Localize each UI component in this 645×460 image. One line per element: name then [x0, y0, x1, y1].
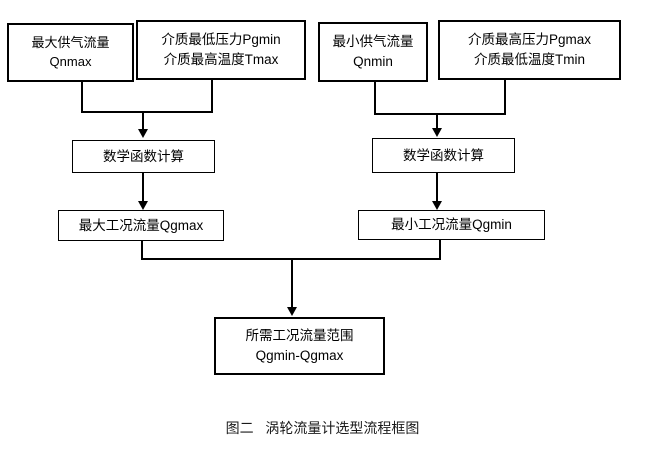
node-range-line1: 所需工况流量范围	[245, 328, 354, 344]
node-pgmax-tmin: 介质最高压力Pgmax 介质最低温度Tmin	[438, 20, 621, 80]
node-qgmax-label: 最大工况流量Qgmax	[78, 217, 204, 233]
node-qgmax: 最大工况流量Qgmax	[58, 210, 224, 241]
node-required-range: 所需工况流量范围 Qgmin-Qgmax	[214, 317, 385, 375]
node-range-line2: Qgmin-Qgmax	[255, 348, 344, 363]
arrowhead-into-calc-right	[432, 128, 442, 137]
node-pgmin-tmax: 介质最低压力Pgmin 介质最高温度Tmax	[136, 20, 306, 80]
node-qnmax-line2: Qnmax	[49, 53, 92, 69]
node-qgmin-label: 最小工况流量Qgmin	[391, 217, 512, 233]
node-qnmin: 最小供气流量 Qnmin	[318, 22, 428, 82]
connector-left-merge-stem	[142, 111, 144, 131]
node-pgmax-line1: 介质最高压力Pgmax	[467, 32, 592, 48]
node-qnmin-line1: 最小供气流量	[332, 34, 414, 50]
connector-left-merge-bar	[81, 111, 213, 113]
node-pgmin-line2: 介质最高温度Tmax	[163, 52, 279, 67]
arrowhead-into-qgmax	[138, 201, 148, 210]
arrowhead-into-range	[287, 307, 297, 316]
connector-qgmin-down	[439, 240, 441, 260]
node-pgmin-line1: 介质最低压力Pgmin	[161, 32, 281, 48]
node-qnmin-line2: Qnmin	[353, 54, 393, 69]
connector-pgmax-down	[504, 80, 506, 113]
node-calc-right: 数学函数计算	[372, 138, 515, 173]
node-pgmax-line2: 介质最低温度Tmin	[474, 52, 585, 67]
connector-calcright-to-qgmin	[436, 173, 438, 203]
node-qgmin: 最小工况流量Qgmin	[358, 210, 545, 240]
node-calc-left: 数学函数计算	[72, 140, 215, 173]
node-qnmax: 最大供气流量 Qnmax	[7, 23, 134, 82]
arrowhead-into-calc-left	[138, 129, 148, 138]
connector-right-merge-bar	[374, 113, 506, 115]
connector-bottom-merge-stem	[291, 258, 293, 309]
node-calc-left-label: 数学函数计算	[103, 148, 184, 164]
node-qnmax-line1: 最大供气流量	[31, 34, 110, 50]
connector-pgmin-down	[211, 80, 213, 113]
node-calc-right-label: 数学函数计算	[403, 147, 484, 163]
connector-qnmin-down	[374, 82, 376, 113]
connector-right-merge-stem	[436, 113, 438, 130]
arrowhead-into-qgmin	[432, 201, 442, 210]
connector-calcleft-to-qgmax	[142, 173, 144, 203]
connector-qgmax-down	[141, 241, 143, 260]
connector-qnmax-down	[81, 82, 83, 113]
figure-caption: 图二 涡轮流量计选型流程框图	[225, 420, 420, 436]
